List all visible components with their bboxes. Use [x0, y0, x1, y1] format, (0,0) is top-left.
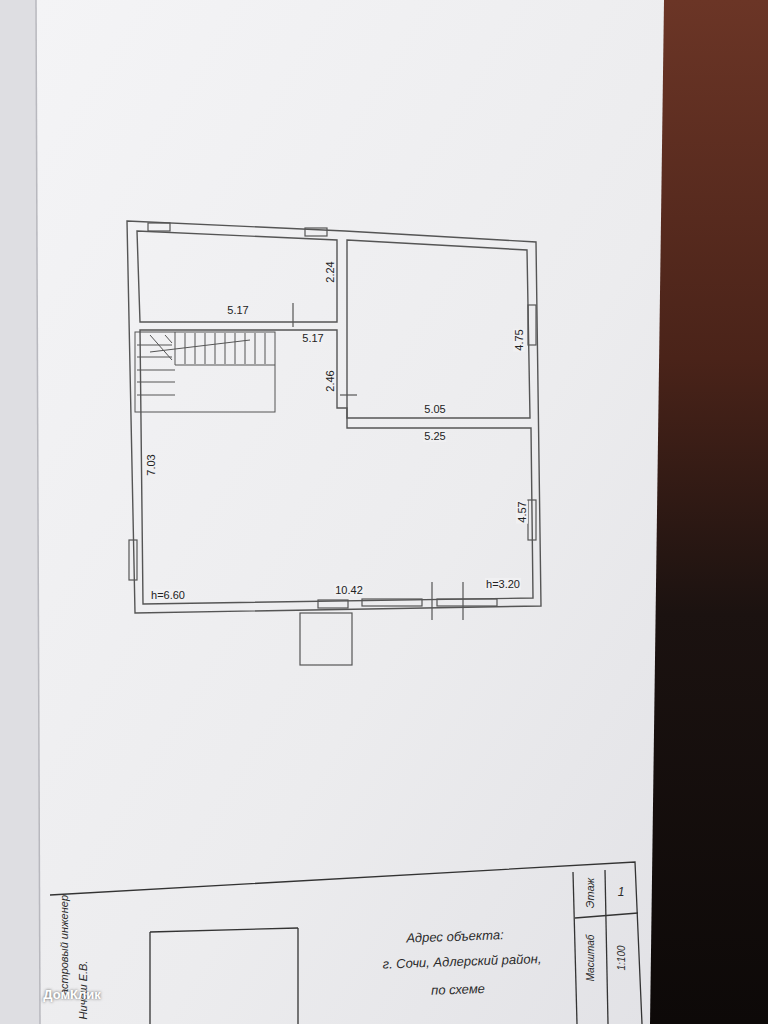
walls — [127, 221, 541, 613]
height-mark: h=3.20 — [485, 578, 521, 590]
scale-heading: Масштаб — [585, 934, 596, 983]
title-block — [50, 862, 642, 1024]
dimension: 5.05 — [423, 403, 446, 415]
address-line: г. Сочи, Адлерский район, — [381, 952, 542, 972]
dimension: 2.46 — [324, 369, 336, 392]
dimension: 2.24 — [324, 260, 336, 283]
floor-heading: Этаж — [584, 877, 596, 909]
scale-value: 1:100 — [616, 944, 627, 971]
dimension: 5.17 — [301, 332, 324, 344]
dimension: 5.25 — [423, 430, 446, 442]
openings — [129, 223, 536, 620]
height-mark: h=6.60 — [150, 589, 186, 601]
staircase — [135, 332, 275, 412]
engineer-title: астровый инженер — [58, 894, 70, 996]
watermark: ДомКлик — [42, 988, 102, 1002]
dimension: 4.57 — [516, 500, 528, 523]
dimension: 4.75 — [513, 328, 525, 351]
address-line: по схеме — [430, 982, 486, 998]
under-page — [0, 0, 40, 1024]
dimension: 7.03 — [145, 453, 157, 476]
page-edge — [36, 0, 40, 1024]
porch — [300, 613, 352, 665]
dimension: 5.17 — [226, 304, 249, 316]
floor-number: 1 — [617, 886, 626, 899]
address-heading: Адрес объекта: — [405, 928, 505, 946]
dimension: 10.42 — [334, 584, 364, 596]
paper-sheet — [36, 0, 664, 1024]
